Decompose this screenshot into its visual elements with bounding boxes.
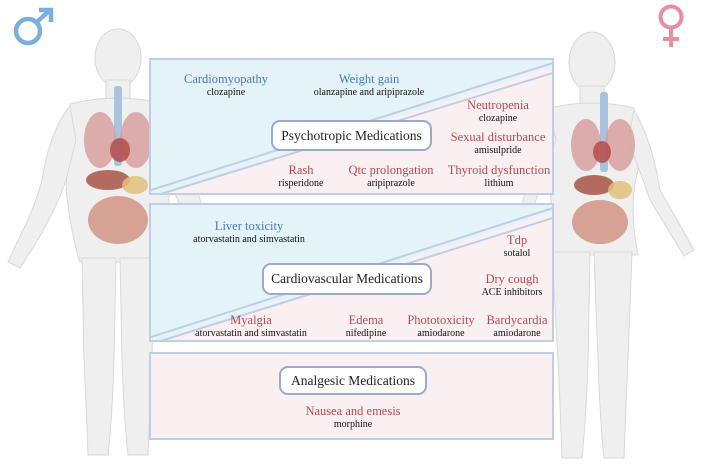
psychotropic-title: Psychotropic Medications xyxy=(271,120,432,151)
effect-weight-gain: Weight gain olanzapine and aripiprazole xyxy=(313,72,425,98)
psychotropic-panel: Psychotropic Medications Cardiomyopathy … xyxy=(149,58,554,195)
effect-bardycardia: Bardycardia amiodarone xyxy=(486,313,548,339)
effect-qtc-prolongation: Qtc prolongation aripiprazole xyxy=(348,163,434,189)
analgesic-panel: Analgesic Medications Nausea and emesis … xyxy=(149,352,554,440)
effect-edema: Edema nifedipine xyxy=(345,313,387,339)
effect-neutropenia: Neutropenia clozapine xyxy=(467,98,529,124)
effect-myalgia: Myalgia atorvastatin and simvastatin xyxy=(195,313,307,339)
cardiovascular-panel: Cardiovascular Medications Liver toxicit… xyxy=(149,203,554,342)
male-symbol-icon xyxy=(13,7,54,46)
effect-tdp: Tdp sotalol xyxy=(503,233,531,259)
effect-thyroid-dysfunction: Thyroid dysfunction lithium xyxy=(447,163,551,189)
effect-sexual-disturbance: Sexual disturbance amisulpride xyxy=(450,130,546,156)
cardiovascular-title: Cardiovascular Medications xyxy=(262,263,432,295)
effect-rash: Rash risperidone xyxy=(278,163,324,189)
effect-phototoxicity: Phototoxicity amiodarone xyxy=(407,313,475,339)
effect-cardiomyopathy: Cardiomyopathy clozapine xyxy=(183,72,269,98)
effect-dry-cough: Dry cough ACE inhibitors xyxy=(481,272,543,298)
effect-nausea-and-emesis: Nausea and emesis morphine xyxy=(305,404,401,430)
analgesic-title: Analgesic Medications xyxy=(279,366,427,395)
female-symbol-icon xyxy=(658,4,684,47)
effect-liver-toxicity: Liver toxicity atorvastatin and simvasta… xyxy=(193,219,305,245)
